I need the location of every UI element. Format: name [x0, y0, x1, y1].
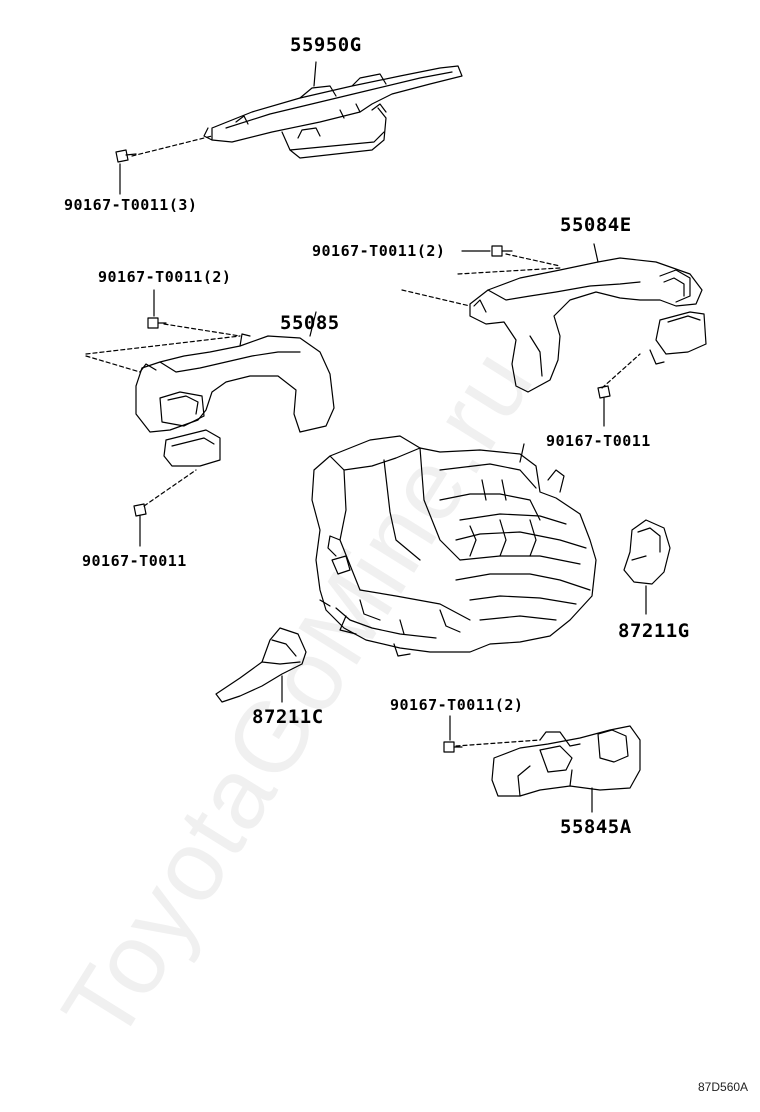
duct-55845a	[491, 725, 641, 797]
label-bolt-bottom: 90167-T0011(2)	[390, 696, 524, 714]
bolt-top	[115, 149, 137, 163]
label-87211g: 87211G	[618, 620, 690, 642]
bolt-left-lower	[133, 503, 147, 517]
label-bolt-top: 90167-T0011(3)	[64, 196, 198, 214]
heater-unit	[311, 435, 597, 657]
bolt-bottom	[443, 741, 463, 753]
label-bolt-left-upper: 90167-T0011(2)	[98, 268, 232, 286]
bolt-left-upper	[147, 317, 167, 329]
label-87211c: 87211C	[252, 706, 324, 728]
bolt-right-lower	[597, 385, 611, 399]
label-55950g: 55950G	[290, 34, 362, 56]
duct-87211c	[215, 627, 307, 703]
duct-55085	[135, 311, 335, 467]
duct-87211g	[623, 519, 671, 585]
label-55084e: 55084E	[560, 214, 632, 236]
label-55085: 55085	[280, 312, 340, 334]
label-bolt-right-upper: 90167-T0011(2)	[312, 242, 446, 260]
bolt-right-upper	[491, 245, 513, 257]
label-bolt-right-lower: 90167-T0011	[546, 432, 651, 450]
duct-55084e	[469, 243, 707, 393]
label-55845a: 55845A	[560, 816, 632, 838]
label-bolt-left-lower: 90167-T0011	[82, 552, 187, 570]
diagram-code: 87D560A	[698, 1080, 749, 1094]
duct-55950g	[203, 61, 463, 159]
